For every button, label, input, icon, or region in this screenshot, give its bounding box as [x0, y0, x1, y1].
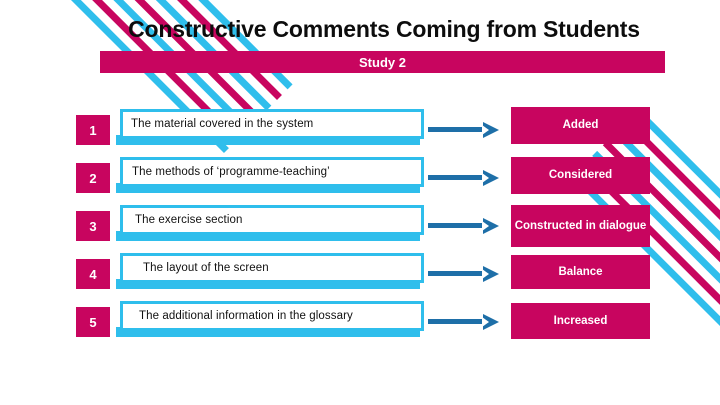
- comment-row: 4 The layout of the screen: [0, 251, 720, 297]
- item-label: The exercise section: [135, 214, 243, 226]
- comment-row: 1 The material covered in the system: [0, 107, 720, 153]
- arrow-shaft: [428, 271, 488, 276]
- flow-arrow-icon: [428, 121, 508, 139]
- item-box-wrapper: The methods of ‘programme-teaching’: [116, 155, 428, 201]
- item-label: The material covered in the system: [131, 118, 314, 130]
- comment-row: 5 The additional information in the gloss…: [0, 299, 720, 345]
- flow-arrow-icon: [428, 217, 508, 235]
- result-box[interactable]: Balance: [511, 255, 650, 289]
- row-number-badge: 1: [76, 115, 110, 145]
- arrow-head-notch: [482, 221, 489, 231]
- item-box-shadow: [116, 183, 420, 193]
- item-box-shadow: [116, 327, 420, 337]
- subtitle-label: Study 2: [359, 54, 406, 70]
- row-number-badge: 2: [76, 163, 110, 193]
- result-box[interactable]: Constructed in dialogue: [511, 205, 650, 247]
- item-label: The methods of ‘programme-teaching’: [132, 166, 330, 178]
- item-box-wrapper: The material covered in the system: [116, 107, 428, 153]
- flow-arrow-icon: [428, 313, 508, 331]
- row-number-badge: 3: [76, 211, 110, 241]
- comment-row: 2 The methods of ‘programme-teaching’: [0, 155, 720, 201]
- result-label: Considered: [548, 169, 613, 182]
- item-box[interactable]: The material covered in the system: [120, 109, 424, 139]
- result-label: Increased: [553, 314, 608, 327]
- arrow-shaft: [428, 175, 488, 180]
- item-box-shadow: [116, 279, 420, 289]
- item-box-shadow: [116, 135, 420, 145]
- item-box-wrapper: The layout of the screen: [116, 251, 428, 297]
- stripe-bar: [0, 0, 282, 100]
- page-title: Constructive Comments Coming from Studen…: [128, 16, 640, 42]
- arrow-shaft: [428, 127, 488, 132]
- result-box[interactable]: Added: [511, 107, 650, 144]
- subtitle-bar: Study 2: [100, 51, 665, 73]
- row-number-badge: 4: [76, 259, 110, 289]
- item-label: The layout of the screen: [143, 262, 269, 274]
- item-box[interactable]: The layout of the screen: [120, 253, 424, 283]
- item-box[interactable]: The additional information in the glossa…: [120, 301, 424, 331]
- result-box[interactable]: Increased: [511, 303, 650, 339]
- item-label: The additional information in the glossa…: [139, 310, 353, 322]
- arrow-shaft: [428, 319, 488, 324]
- flow-arrow-icon: [428, 265, 508, 283]
- result-label: Constructed in dialogue: [514, 219, 647, 232]
- result-label: Added: [562, 119, 599, 132]
- arrow-shaft: [428, 223, 488, 228]
- flow-arrow-icon: [428, 169, 508, 187]
- item-box-wrapper: The exercise section: [116, 203, 428, 249]
- arrow-head-notch: [482, 125, 489, 135]
- stripe-bar: [0, 0, 293, 90]
- item-box[interactable]: The methods of ‘programme-teaching’: [120, 157, 424, 187]
- result-box[interactable]: Considered: [511, 157, 650, 194]
- item-box[interactable]: The exercise section: [120, 205, 424, 235]
- comment-row: 3 The exercise section: [0, 203, 720, 249]
- arrow-head-notch: [482, 317, 489, 327]
- item-box-wrapper: The additional information in the glossa…: [116, 299, 428, 345]
- result-label: Balance: [558, 265, 603, 278]
- arrow-head-notch: [482, 269, 489, 279]
- item-box-shadow: [116, 231, 420, 241]
- row-number-badge: 5: [76, 307, 110, 337]
- arrow-head-notch: [482, 173, 489, 183]
